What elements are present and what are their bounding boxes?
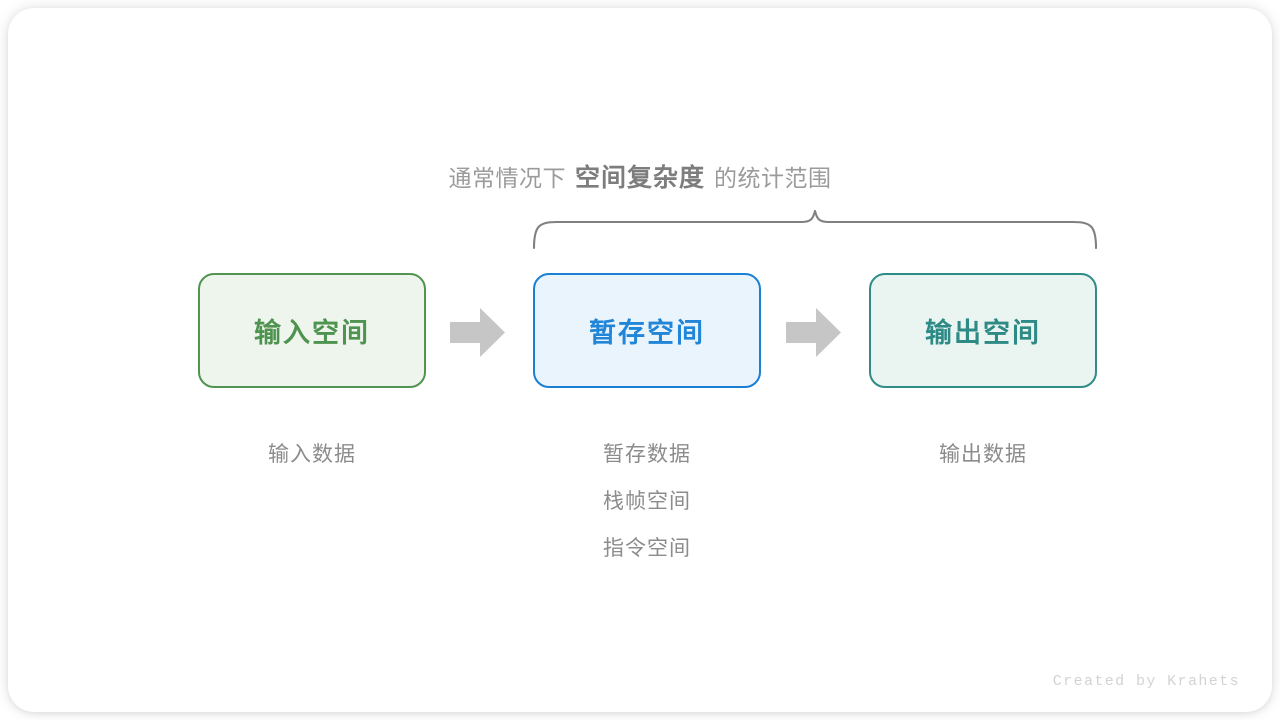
watermark: Created by Krahets (1052, 673, 1240, 690)
box-temp-space: 暂存空间 (533, 273, 761, 388)
box-output-space-label: 输出空间 (925, 318, 1041, 348)
headline: 通常情况下空间复杂度的统计范围 (8, 158, 1272, 194)
caption-line: 栈帧空间 (603, 490, 691, 513)
figure-card: 通常情况下空间复杂度的统计范围 输入空间 暂存空间 输出空间 输入数据 (8, 8, 1272, 712)
box-output-space: 输出空间 (869, 273, 1097, 388)
caption-group-output: 输出数据 (869, 431, 1097, 478)
headline-emphasis: 空间复杂度 (574, 164, 705, 192)
headline-suffix: 的统计范围 (714, 165, 832, 191)
caption-line: 暂存数据 (603, 443, 691, 466)
curly-brace-icon (532, 209, 1098, 250)
box-input-space: 输入空间 (198, 273, 426, 388)
caption-group-input: 输入数据 (198, 431, 426, 478)
right-arrow-icon (450, 308, 505, 357)
box-temp-space-label: 暂存空间 (589, 318, 705, 348)
caption-group-temp: 暂存数据 栈帧空间 指令空间 (533, 431, 761, 572)
box-input-space-label: 输入空间 (254, 318, 370, 348)
caption-line: 指令空间 (603, 537, 691, 560)
headline-prefix: 通常情况下 (448, 165, 566, 191)
right-arrow-icon (786, 308, 841, 357)
caption-line: 输入数据 (268, 443, 356, 466)
caption-line: 输出数据 (939, 443, 1027, 466)
